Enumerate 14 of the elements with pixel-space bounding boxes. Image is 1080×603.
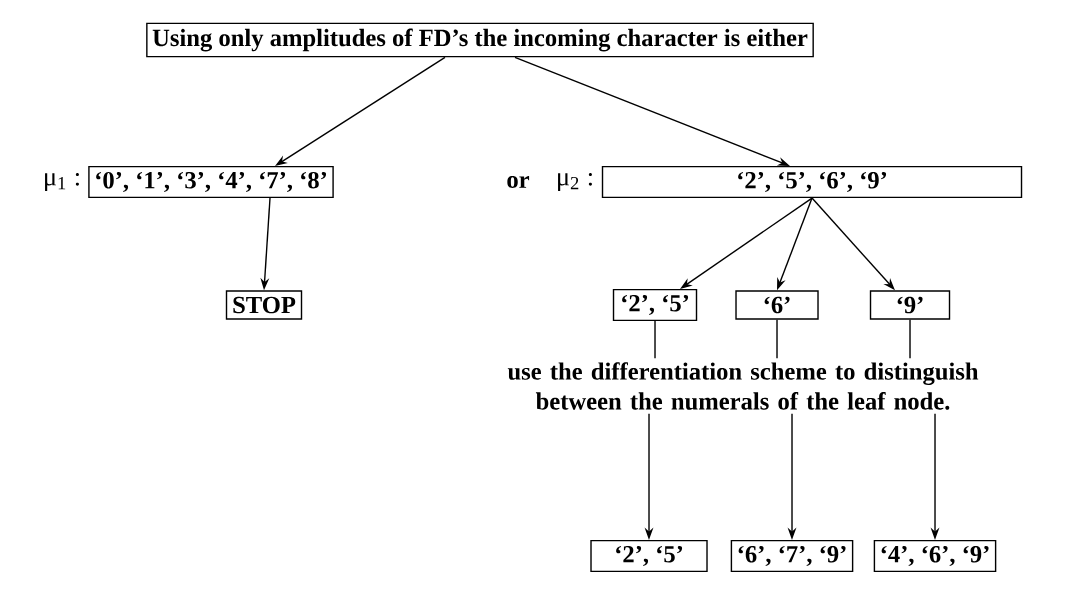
process-box: ‘2’, ‘5’	[612, 288, 698, 322]
connector-word: or	[507, 176, 530, 188]
process-box: ‘9’	[869, 290, 951, 320]
process-box: ‘4’, ‘6’, ‘9’	[873, 539, 997, 573]
note-text: use the differentiation scheme to distinguish between the numerals of the leaf node.	[507, 362, 979, 410]
process-box: STOP	[225, 290, 303, 320]
process-box: ‘6’, ‘7’, ‘9’	[730, 539, 854, 573]
process-box: ‘2’, ‘5’, ‘6’, ‘9’	[601, 165, 1023, 199]
process-box: ‘0’, ‘1’, ‘3’, ‘4’, ‘7’, ‘8’	[88, 165, 334, 199]
set-label: μ$_{1}$ :	[45, 173, 79, 191]
set-label: μ$_{2}$ :	[558, 173, 592, 191]
process-box: Using only amplitudes of FD’s the incoming character is either	[146, 22, 814, 58]
process-box: ‘6’	[735, 290, 819, 320]
process-box: ‘2’, ‘5’	[590, 539, 708, 573]
